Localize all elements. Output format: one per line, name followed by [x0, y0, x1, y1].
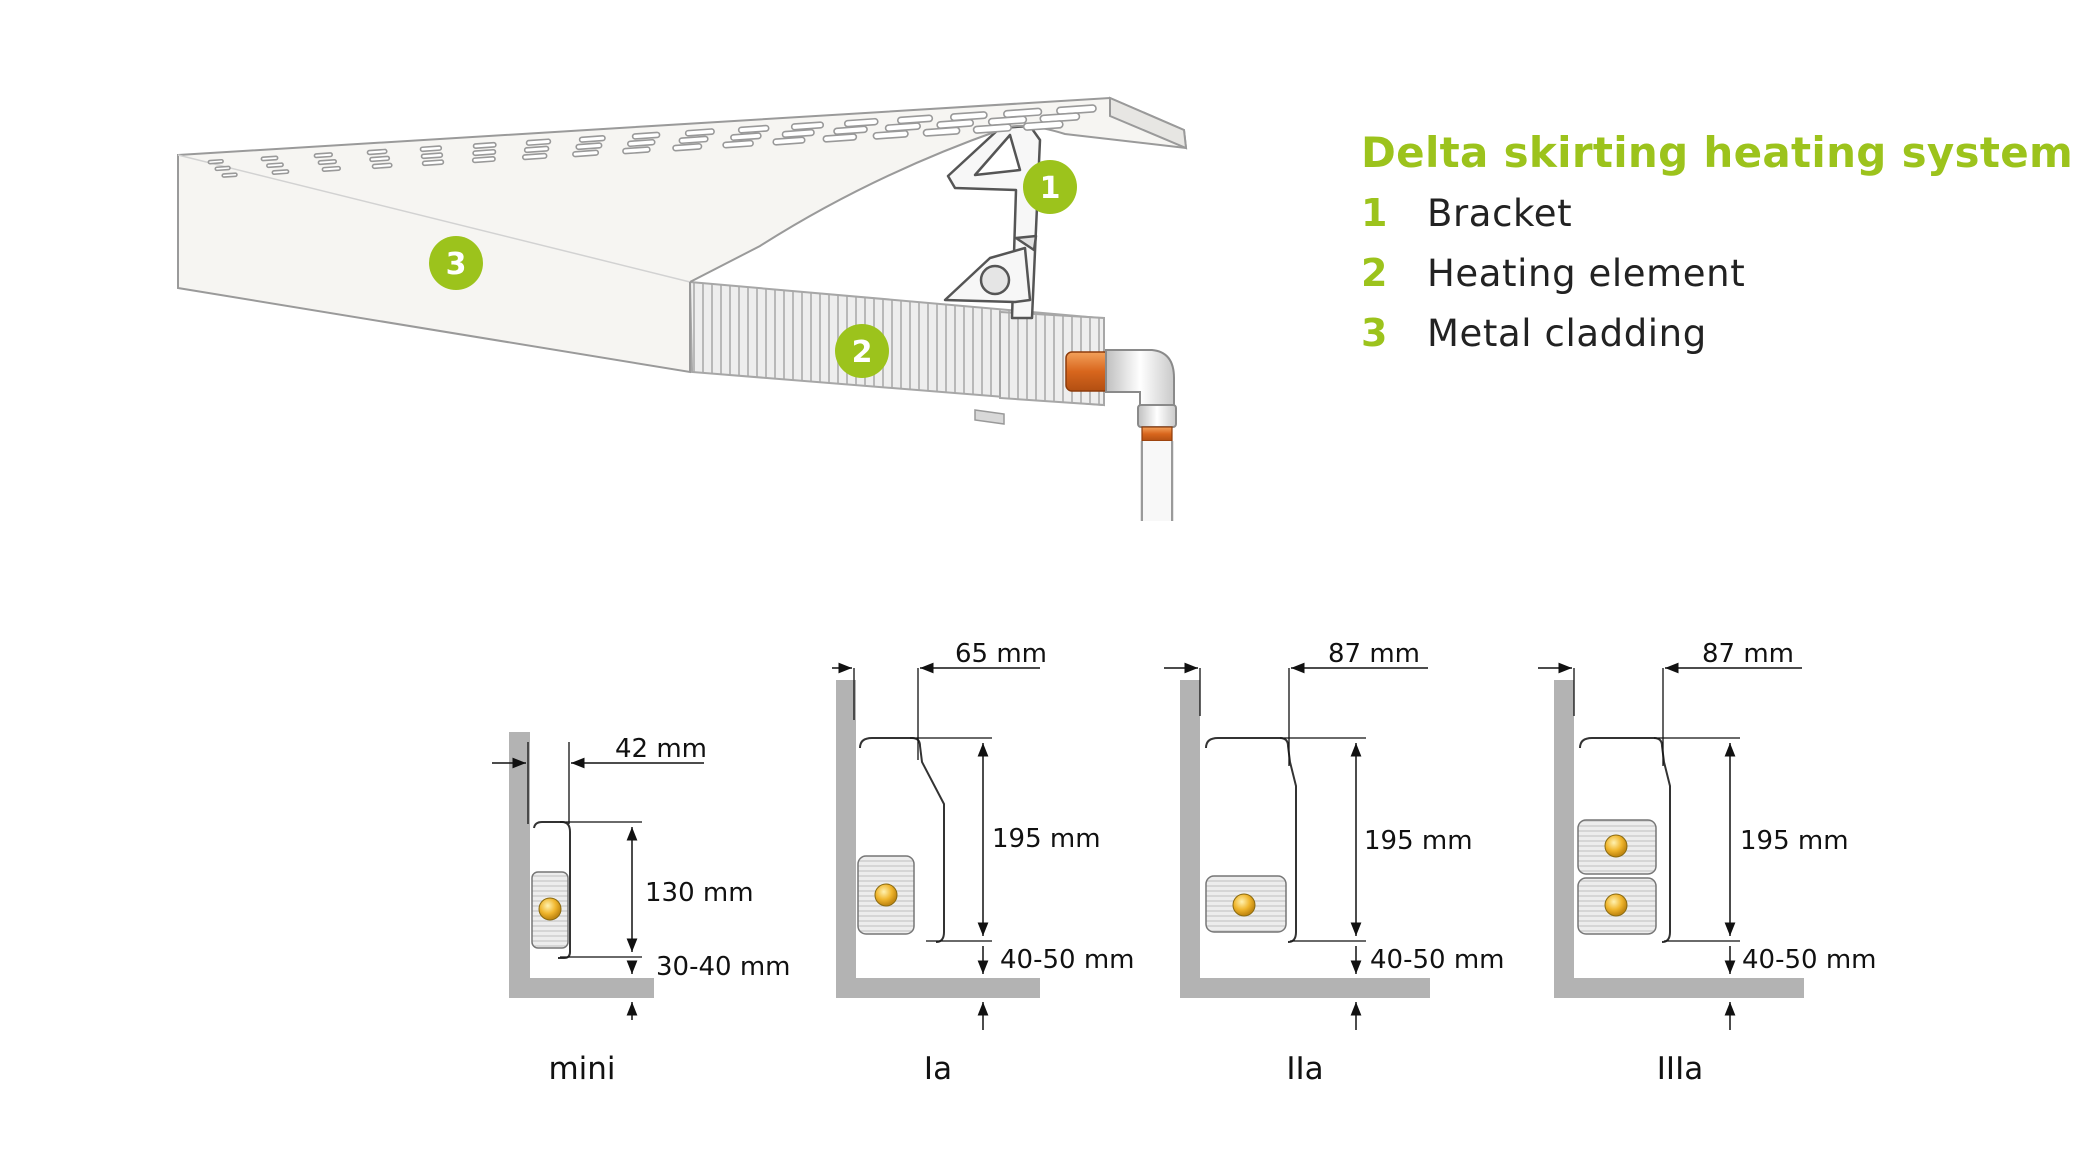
vent-slot [622, 146, 651, 155]
vent-slot [772, 136, 806, 146]
vent-slot [678, 135, 709, 145]
callout-bracket: 1 [1023, 160, 1077, 214]
section-mini: 42 mm 130 mm 30-40 mm mini [492, 732, 790, 1087]
legend-title: Delta skirting heating system [1361, 128, 2074, 177]
vent-slot [781, 128, 815, 139]
section-ia: 65 mm 195 mm 40-50 mm Ia [832, 639, 1134, 1087]
svg-text:1: 1 [1040, 171, 1061, 206]
legend: Delta skirting heating system 1 Bracket … [1361, 128, 2073, 371]
vent-slot [626, 138, 656, 148]
vent-slot [420, 152, 444, 160]
legend-item-metal-cladding: 3 Metal cladding [1361, 311, 2073, 371]
ia-gap-label: 40-50 mm [1000, 945, 1134, 975]
iiia-width-label: 87 mm [1702, 639, 1794, 669]
vent-slot [684, 128, 715, 137]
mini-width-label: 42 mm [615, 734, 707, 764]
vent-slot [790, 121, 825, 131]
legend-label: Metal cladding [1427, 312, 1707, 355]
svg-text:2: 2 [852, 335, 873, 370]
vent-slot [922, 126, 961, 137]
vent-slot [317, 158, 338, 166]
iia-height-label: 195 mm [1364, 826, 1473, 856]
vent-slot [521, 152, 548, 161]
legend-label: Bracket [1427, 192, 1573, 235]
mini-name-label: mini [548, 1051, 615, 1087]
pipe-connection [1065, 349, 1177, 521]
legend-item-heating-element: 2 Heating element [1361, 251, 2073, 311]
vent-slot [313, 152, 334, 159]
skirting-heater-illustration: 1 2 3 [177, 96, 1188, 521]
legend-number: 1 [1361, 191, 1388, 235]
section-iiia: 87 mm 195 mm 40-50 mm IIIa [1538, 639, 1876, 1087]
iiia-name-label: IIIa [1657, 1051, 1703, 1087]
ia-width-label: 65 mm [955, 639, 1047, 669]
vent-slot [872, 129, 909, 140]
vent-slot [631, 131, 661, 140]
mini-gap-label: 30-40 mm [656, 952, 790, 982]
vent-slot [266, 162, 284, 169]
legend-item-bracket: 1 Bracket [1361, 191, 2073, 251]
vent-slot [321, 165, 341, 173]
callout-heating-element: 2 [835, 324, 889, 378]
vent-slot [366, 148, 388, 156]
vent-slot [525, 138, 552, 146]
ia-height-label: 195 mm [992, 824, 1101, 854]
vent-slot [421, 159, 445, 167]
vent-slot [214, 165, 231, 172]
vent-slot [722, 139, 754, 149]
iia-name-label: IIa [1286, 1051, 1323, 1087]
iiia-height-label: 195 mm [1740, 826, 1849, 856]
vent-slot [737, 124, 770, 134]
iiia-gap-label: 40-50 mm [1742, 945, 1876, 975]
legend-number: 2 [1361, 251, 1388, 295]
vent-slot [972, 123, 1013, 134]
vent-slot [271, 169, 290, 175]
svg-text:3: 3 [446, 247, 467, 282]
vent-slot [471, 156, 496, 164]
iia-gap-label: 40-50 mm [1370, 945, 1504, 975]
vent-slot [369, 155, 391, 163]
vent-slot [672, 143, 703, 152]
vent-slot [833, 125, 868, 136]
mini-height-label: 130 mm [645, 878, 754, 908]
legend-label: Heating element [1427, 252, 1746, 295]
vent-slot [472, 148, 497, 157]
callout-cladding: 3 [429, 236, 483, 290]
vent-slot [472, 141, 497, 150]
vent-slot [221, 172, 238, 178]
vent-slot [207, 158, 224, 165]
legend-number: 3 [1361, 311, 1388, 355]
bracket [943, 124, 1042, 320]
metal-cladding [177, 96, 1188, 374]
iia-width-label: 87 mm [1328, 639, 1420, 669]
vent-slot [419, 145, 443, 153]
vent-slot [575, 142, 603, 151]
vent-slot [822, 133, 858, 143]
vent-slot [730, 132, 762, 142]
vent-slot [371, 162, 393, 170]
section-iia: 87 mm 195 mm 40-50 mm IIa [1164, 639, 1504, 1087]
vent-slot [523, 145, 550, 154]
cladding-vent-slots [207, 104, 1097, 178]
vent-slot [1022, 120, 1064, 131]
ia-name-label: Ia [924, 1051, 952, 1087]
vent-slot [572, 149, 600, 158]
vent-slot [578, 135, 606, 143]
vent-slot [260, 155, 279, 162]
heating-element [688, 280, 1106, 425]
vent-slot [843, 117, 879, 128]
